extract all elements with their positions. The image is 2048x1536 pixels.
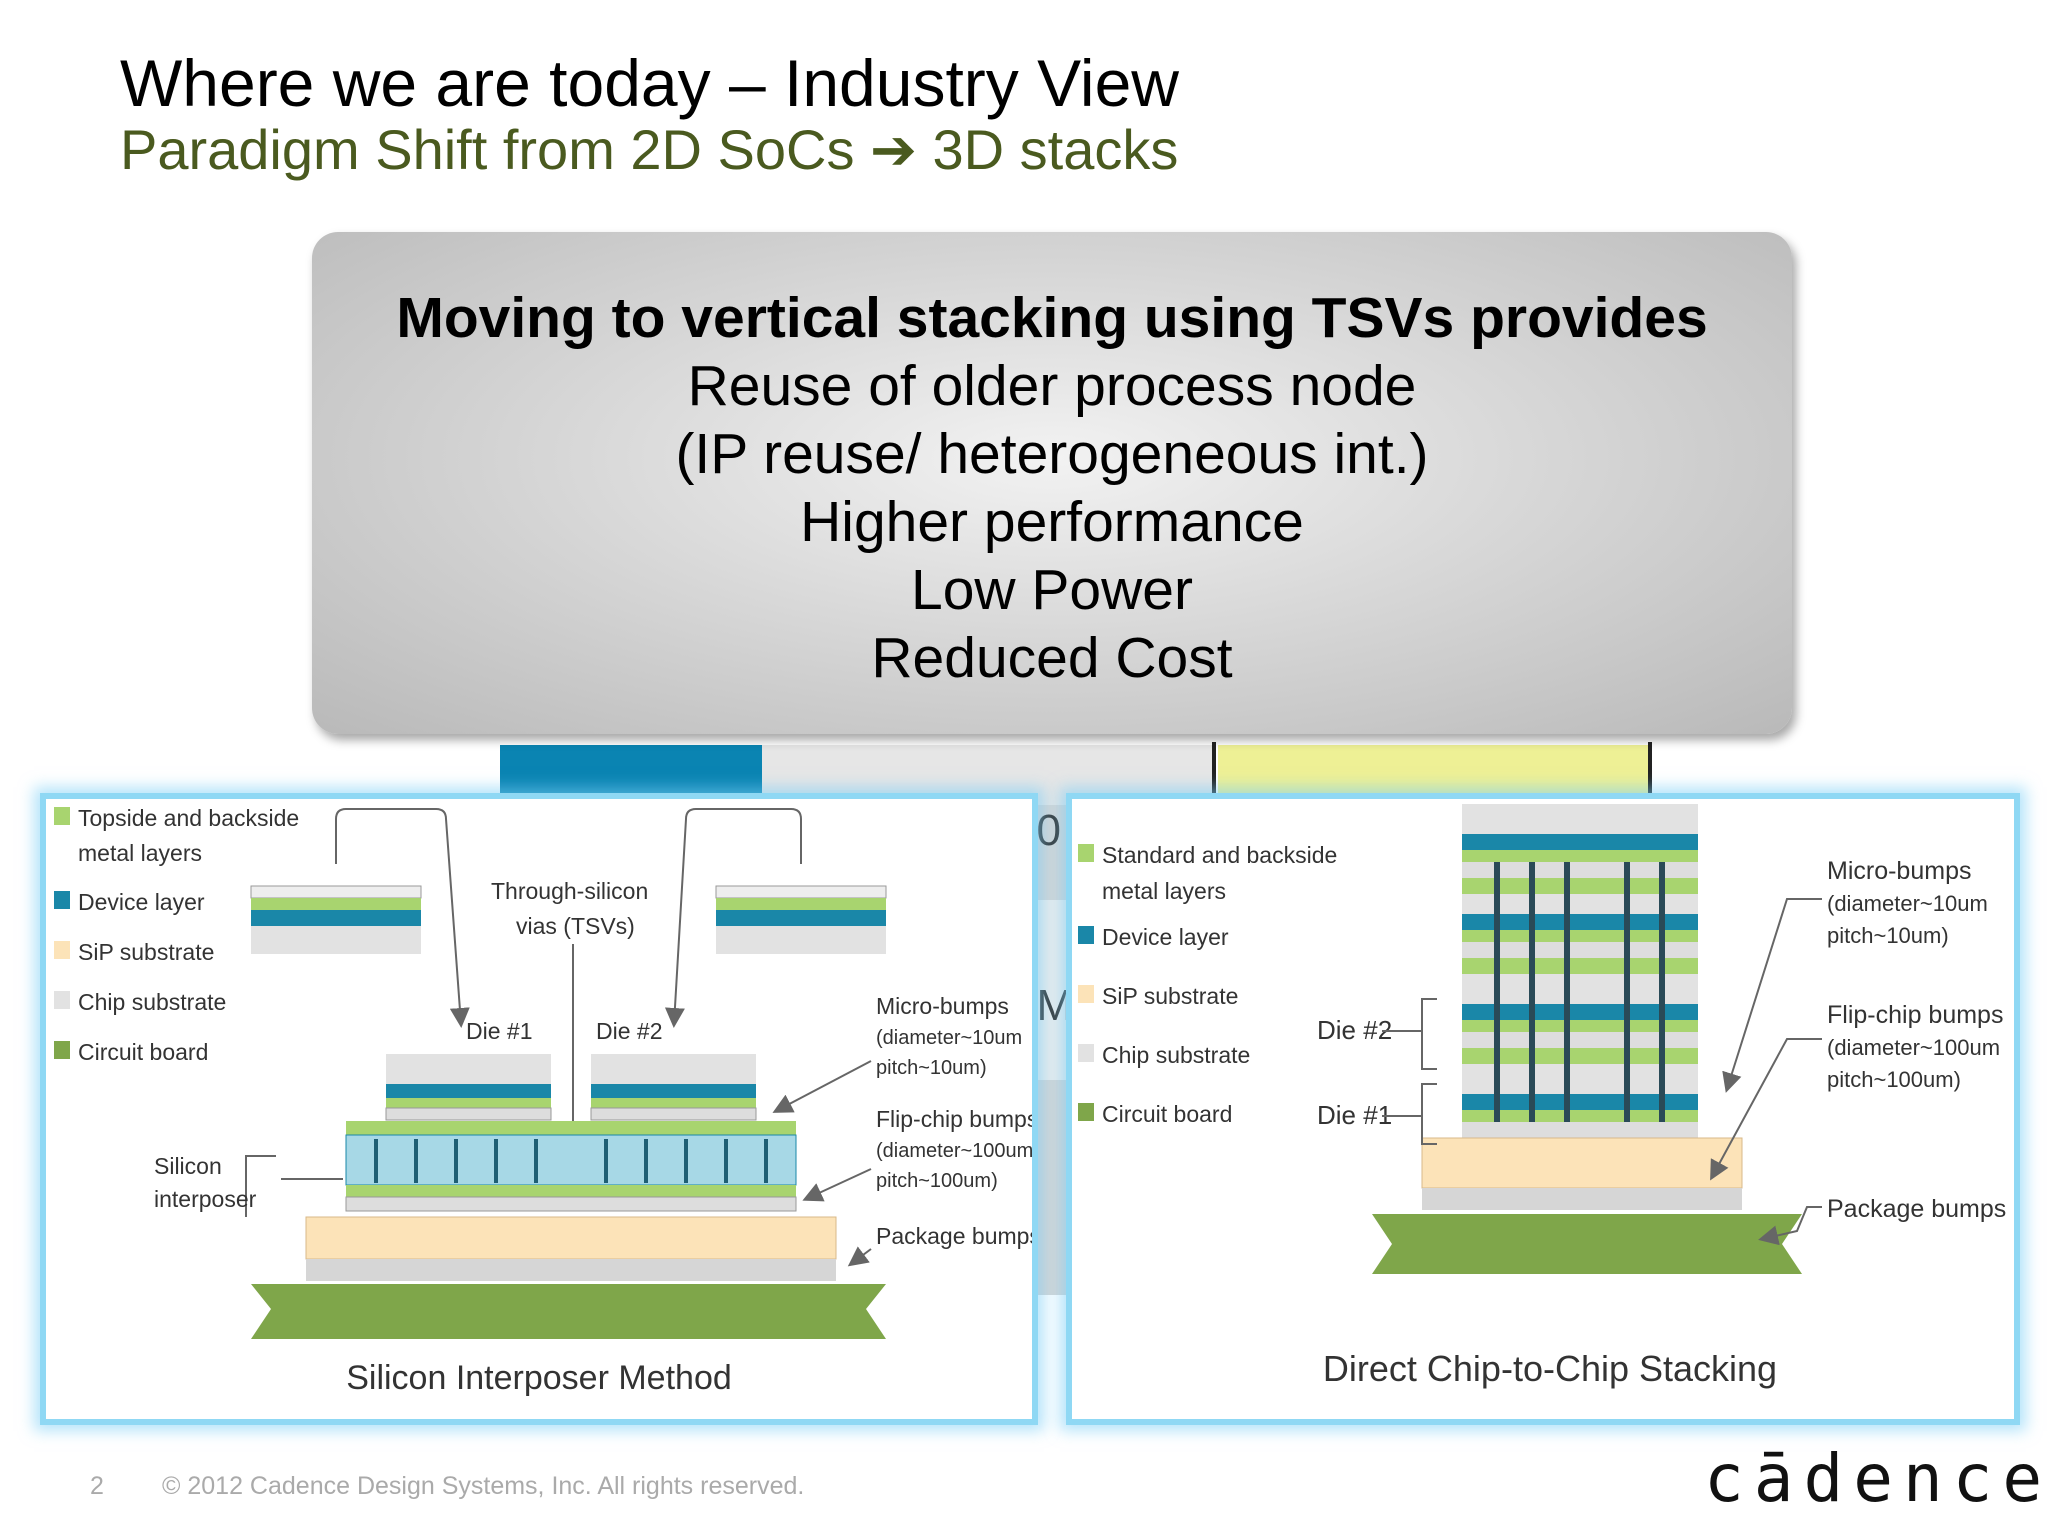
page-number: 2 — [90, 1472, 104, 1500]
slide-subtitle: Paradigm Shift from 2D SoCs ➔ 3D stacks — [120, 118, 1179, 181]
legend-swatch-chip — [54, 991, 70, 1009]
copyright: © 2012 Cadence Design Systems, Inc. All … — [162, 1472, 805, 1500]
legend-swatch-metal — [54, 807, 70, 825]
legend-label: SiP substrate — [1102, 983, 1238, 1009]
callout-line: (IP reuse/ heterogeneous int.) — [675, 422, 1429, 486]
sip-substrate — [305, 1216, 837, 1260]
legend-label: SiP substrate — [78, 939, 214, 965]
die-stack — [1462, 804, 1698, 1138]
interposer-label: interposer — [154, 1186, 257, 1212]
exploded-die-right — [715, 885, 887, 954]
legend-label: Device layer — [78, 889, 205, 915]
tsv-label: vias (TSVs) — [516, 913, 635, 939]
legend-label: Device layer — [1102, 924, 1229, 950]
interposer-label: Silicon — [154, 1153, 222, 1179]
assembled-die-1 — [385, 1054, 552, 1121]
legend-swatch-chip — [1078, 1044, 1094, 1062]
silicon-interposer — [345, 1121, 797, 1212]
package-bumps-label: Package bumps — [876, 1223, 1032, 1249]
callout-line: Low Power — [911, 558, 1193, 622]
assembled-die-2 — [590, 1054, 757, 1121]
legend-label: Circuit board — [1102, 1101, 1232, 1127]
exploded-die-left — [250, 885, 422, 954]
legend-label: Chip substrate — [78, 989, 226, 1015]
micro-bumps-label: Micro-bumps — [1827, 857, 1971, 885]
sip-substrate — [1421, 1137, 1743, 1189]
legend-label: Chip substrate — [1102, 1042, 1250, 1068]
die-1-label: Die #1 — [1317, 1100, 1392, 1130]
flip-chip-label: (diameter~100um — [1827, 1035, 2000, 1060]
package-bumps-row — [306, 1259, 836, 1281]
legend-swatch-board — [1078, 1103, 1094, 1121]
micro-bumps-label: (diameter~10um — [1827, 891, 1988, 916]
legend-swatch-sip — [54, 941, 70, 959]
callout-line: Reuse of older process node — [687, 354, 1417, 418]
tsv-label: Through-silicon — [491, 878, 648, 904]
legend-swatch-board — [54, 1041, 70, 1059]
legend-swatch-metal — [1078, 844, 1094, 862]
die-1-label: Die #1 — [466, 1018, 532, 1044]
flip-chip-label: pitch~100um) — [876, 1170, 998, 1192]
die-2-label: Die #2 — [1317, 1015, 1392, 1045]
left-caption: Silicon Interposer Method — [346, 1359, 732, 1397]
micro-bumps-label: (diameter~10um — [876, 1027, 1022, 1049]
circuit-board — [251, 1284, 886, 1339]
legend-label: metal layers — [1102, 878, 1226, 904]
flip-chip-label: Flip-chip bumps — [1827, 1001, 2003, 1029]
flip-chip-label: pitch~100um) — [1827, 1067, 1961, 1092]
legend-label: Topside and backside — [78, 805, 299, 831]
right-caption: Direct Chip-to-Chip Stacking — [1323, 1348, 1777, 1389]
package-bumps-row — [1422, 1188, 1742, 1210]
micro-bumps-label: pitch~10um) — [1827, 923, 1949, 948]
legend-swatch-sip — [1078, 985, 1094, 1003]
chip-to-chip-diagram: Standard and backside metal layers Devic… — [1066, 793, 2020, 1425]
legend-swatch-device — [54, 891, 70, 909]
callout-line: Higher performance — [800, 490, 1304, 554]
die-2-label: Die #2 — [596, 1018, 662, 1044]
legend-label: Circuit board — [78, 1039, 208, 1065]
legend-label: metal layers — [78, 840, 202, 866]
legend-swatch-device — [1078, 926, 1094, 944]
micro-bumps-label: pitch~10um) — [876, 1057, 987, 1079]
benefits-callout: Moving to vertical stacking using TSVs p… — [312, 232, 1792, 734]
silicon-interposer-diagram: Topside and backside metal layers Device… — [40, 793, 1038, 1425]
legend-label: Standard and backside — [1102, 842, 1337, 868]
circuit-board — [1372, 1214, 1802, 1274]
flip-chip-label: (diameter~100um — [876, 1140, 1032, 1162]
flip-chip-label: Flip-chip bumps — [876, 1106, 1032, 1132]
callout-heading: Moving to vertical stacking using TSVs p… — [396, 286, 1708, 350]
package-bumps-label: Package bumps — [1827, 1195, 2006, 1223]
cadence-logo: cādence® — [1704, 1440, 2048, 1517]
callout-line: Reduced Cost — [871, 626, 1233, 690]
micro-bumps-label: Micro-bumps — [876, 993, 1009, 1019]
slide-title: Where we are today – Industry View — [120, 46, 1179, 120]
